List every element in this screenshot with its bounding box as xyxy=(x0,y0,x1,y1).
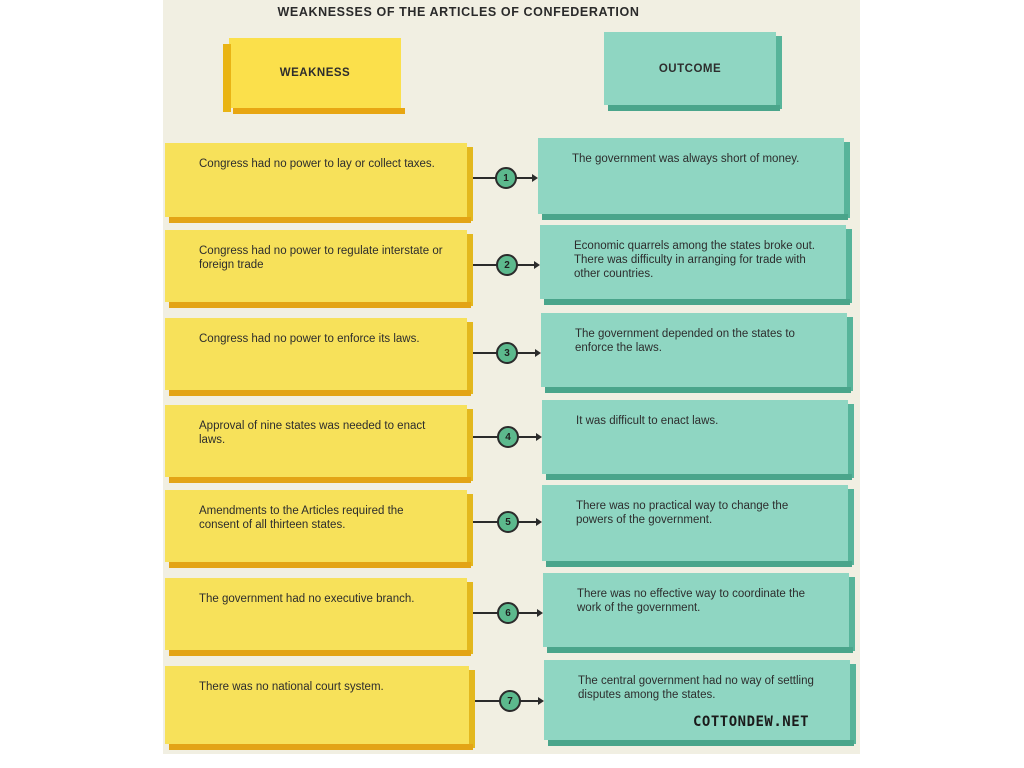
weakness-text: The government had no executive branch. xyxy=(165,578,467,650)
weakness-box: The government had no executive branch. xyxy=(165,578,473,656)
weakness-text: Amendments to the Articles required the … xyxy=(165,490,467,562)
outcome-box: The central government had no way of set… xyxy=(544,660,856,746)
weakness-text: There was no national court system. xyxy=(165,666,469,744)
outcome-box: There was no practical way to change the… xyxy=(542,485,854,567)
arrow-right-icon xyxy=(532,174,538,182)
step-number-badge: 2 xyxy=(496,254,518,276)
watermark: COTTONDEW.NET xyxy=(693,714,810,730)
arrow-right-icon xyxy=(537,609,543,617)
outcome-box: The government depended on the states to… xyxy=(541,313,853,393)
weakness-box: Congress had no power to regulate inters… xyxy=(165,230,473,308)
outcome-box: It was difficult to enact laws. xyxy=(542,400,854,480)
outcome-box: There was no effective way to coordinate… xyxy=(543,573,855,653)
step-number-badge: 3 xyxy=(496,342,518,364)
weakness-text: Congress had no power to regulate inters… xyxy=(165,230,467,302)
weakness-text: Approval of nine states was needed to en… xyxy=(165,405,467,477)
weakness-header: WEAKNESS xyxy=(223,38,407,114)
outcome-text: The government depended on the states to… xyxy=(541,313,847,387)
outcome-text: There was no practical way to change the… xyxy=(542,485,848,561)
outcome-text: It was difficult to enact laws. xyxy=(542,400,848,474)
outcome-box: Economic quarrels among the states broke… xyxy=(540,225,852,305)
outcome-text: There was no effective way to coordinate… xyxy=(543,573,849,647)
weakness-box: Congress had no power to lay or collect … xyxy=(165,143,473,223)
outcome-text: The government was always short of money… xyxy=(538,138,844,214)
weakness-box: There was no national court system. xyxy=(165,666,475,750)
outcome-text: The central government had no way of set… xyxy=(544,660,850,740)
step-number-badge: 6 xyxy=(497,602,519,624)
step-number-badge: 5 xyxy=(497,511,519,533)
outcome-header: OUTCOME xyxy=(604,32,782,111)
outcome-box: The government was always short of money… xyxy=(538,138,850,220)
arrow-right-icon xyxy=(536,433,542,441)
arrow-right-icon xyxy=(535,349,541,357)
step-number-badge: 1 xyxy=(495,167,517,189)
arrow-right-icon xyxy=(538,697,544,705)
step-number-badge: 7 xyxy=(499,690,521,712)
diagram-title: WEAKNESSES OF THE ARTICLES OF CONFEDERAT… xyxy=(277,5,640,19)
weakness-box: Amendments to the Articles required the … xyxy=(165,490,473,568)
outcome-text: Economic quarrels among the states broke… xyxy=(540,225,846,299)
arrow-right-icon xyxy=(536,518,542,526)
weakness-box: Approval of nine states was needed to en… xyxy=(165,405,473,483)
weakness-text: Congress had no power to enforce its law… xyxy=(165,318,467,390)
weakness-text: Congress had no power to lay or collect … xyxy=(165,143,467,217)
step-number-badge: 4 xyxy=(497,426,519,448)
weakness-box: Congress had no power to enforce its law… xyxy=(165,318,473,396)
arrow-right-icon xyxy=(534,261,540,269)
